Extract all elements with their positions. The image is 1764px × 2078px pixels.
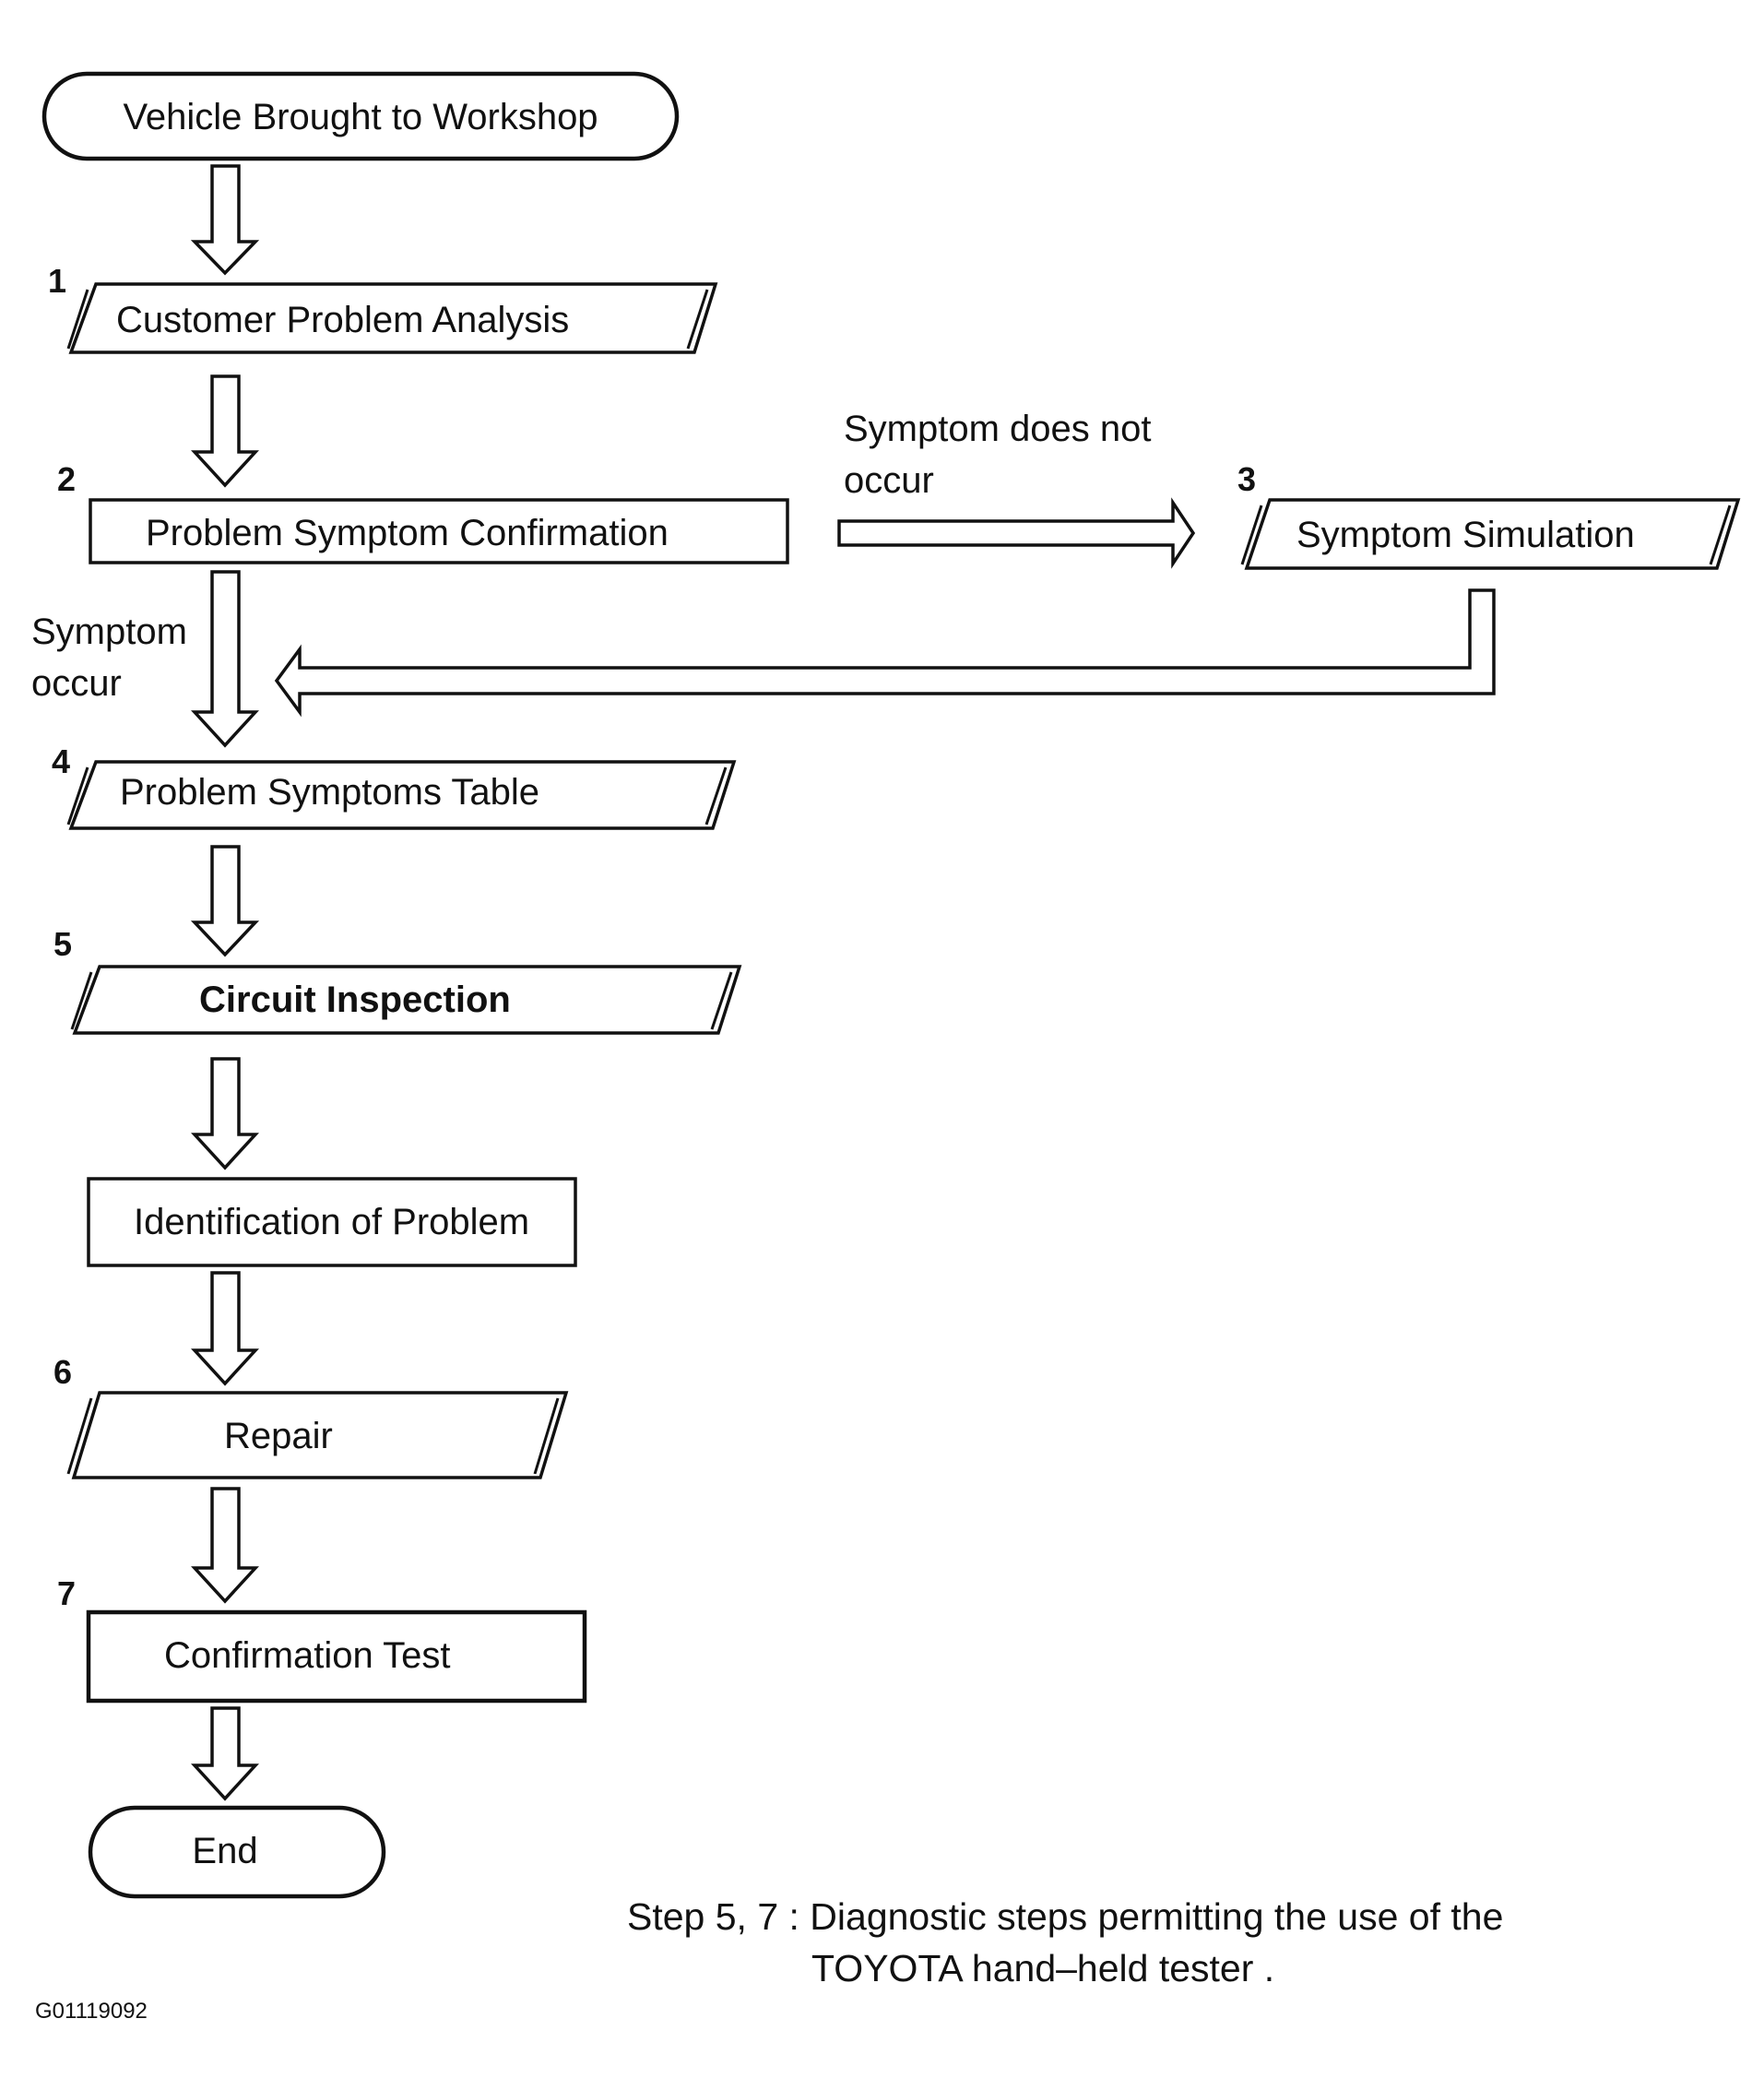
step-repair: Repair xyxy=(66,1391,569,1479)
branch-label-occur-2: occur xyxy=(31,663,122,704)
step-number-3: 3 xyxy=(1237,460,1256,498)
step-label-6: Repair xyxy=(224,1416,333,1456)
step-identification-of-problem: Identification of Problem xyxy=(87,1177,577,1267)
flow-arrow-6-to-7 xyxy=(191,1487,259,1604)
branch-label-occur: Symptom xyxy=(31,612,187,652)
step-symptom-simulation: Symptom Simulation xyxy=(1240,498,1741,570)
step-problem-symptom-confirmation: Problem Symptom Confirmation xyxy=(89,498,789,564)
step-label-5: Circuit Inspection xyxy=(199,980,511,1020)
end-terminator: End xyxy=(88,1805,386,1899)
branch-label-not-occur-2: occur xyxy=(844,460,934,501)
step-number-2: 2 xyxy=(57,460,76,498)
flow-arrow-7-to-end xyxy=(191,1706,259,1801)
step-label-1: Customer Problem Analysis xyxy=(116,300,569,340)
flow-arrow-5-to-identification xyxy=(191,1057,259,1170)
end-label: End xyxy=(192,1831,257,1871)
flow-arrow-2-to-4 xyxy=(191,570,259,748)
step-label-7: Confirmation Test xyxy=(164,1635,451,1676)
flow-arrow-start-to-1 xyxy=(190,164,260,276)
step-number-1: 1 xyxy=(48,262,66,300)
step-confirmation-test: Confirmation Test xyxy=(86,1609,587,1704)
start-label: Vehicle Brought to Workshop xyxy=(123,97,598,137)
step-number-4: 4 xyxy=(52,742,70,780)
step-label-identification: Identification of Problem xyxy=(134,1202,529,1242)
flow-arrow-3-return xyxy=(274,588,1496,718)
flow-arrow-1-to-2 xyxy=(191,374,259,488)
step-customer-problem-analysis: Customer Problem Analysis xyxy=(66,282,718,354)
step-label-3: Symptom Simulation xyxy=(1296,515,1635,555)
step-number-6: 6 xyxy=(53,1353,72,1391)
step-label-4: Problem Symptoms Table xyxy=(120,772,539,813)
step-number-5: 5 xyxy=(53,925,72,963)
branch-label-not-occur: Symptom does not xyxy=(844,409,1152,449)
flow-arrow-identification-to-6 xyxy=(191,1271,259,1386)
step-number-7: 7 xyxy=(57,1574,76,1612)
figure-code: G01119092 xyxy=(35,1999,148,2024)
step-problem-symptoms-table: Problem Symptoms Table xyxy=(66,760,737,830)
flow-arrow-2-to-3 xyxy=(837,497,1196,569)
step-label-2: Problem Symptom Confirmation xyxy=(146,513,669,553)
footnote-line-1: Step 5, 7 : Diagnostic steps permitting … xyxy=(627,1895,1503,1938)
step-circuit-inspection: Circuit Inspection xyxy=(70,965,742,1035)
footnote-line-2: TOYOTA hand–held tester . xyxy=(811,1947,1274,1989)
flow-arrow-4-to-5 xyxy=(190,845,260,957)
start-terminator: Vehicle Brought to Workshop xyxy=(41,71,680,161)
